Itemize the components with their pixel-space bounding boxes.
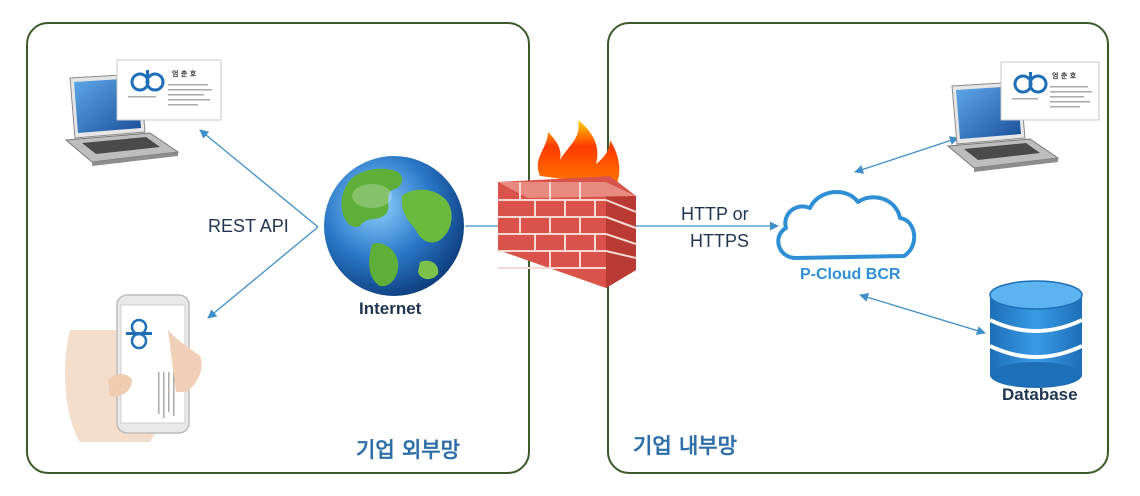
business-card-name: 엄 춘 호 [172, 69, 197, 78]
http-label-line2: HTTPS [690, 231, 750, 251]
rest-api-arrow-to-laptop [199, 129, 319, 228]
firewall-icon [498, 120, 637, 288]
rest-api-arrow-to-phone [207, 226, 319, 319]
http-label-line1: HTTP or [681, 204, 749, 224]
cloud-label: P-Cloud BCR [800, 266, 901, 283]
business-card-image: 엄 춘 호 [116, 59, 222, 121]
rest-api-label: REST API [208, 216, 289, 236]
internal-zone-label: 기업 내부망 [633, 434, 737, 458]
smartphone-in-hand-image [65, 294, 202, 442]
business-card-name-internal: 엄 춘 호 [1052, 71, 1077, 80]
cloud-icon [776, 189, 916, 260]
globe-icon [324, 156, 464, 296]
database-label: Database [1002, 385, 1078, 404]
database-icon [989, 280, 1083, 388]
external-zone-label: 기업 외부망 [356, 438, 460, 462]
cloud-to-database-arrow [859, 293, 986, 335]
cloud-to-laptop-arrow [854, 136, 959, 174]
internet-label: Internet [359, 299, 422, 318]
business-card-image-internal: 엄 춘 호 [1000, 61, 1100, 121]
